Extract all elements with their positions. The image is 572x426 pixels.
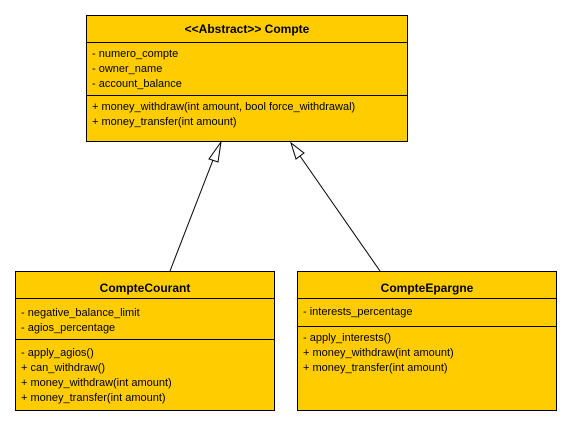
generalization-epargne-to-compte (290, 141, 381, 272)
class-compte-courant[interactable]: CompteCourant - negative_balance_limit -… (15, 271, 275, 411)
class-compte-epargne-attributes: - interests_percentage (298, 299, 556, 327)
attribute-interests-percentage: - interests_percentage (303, 306, 413, 318)
method-money-withdraw: + money_withdraw(int amount) (21, 377, 172, 389)
class-compte-title: <<Abstract>> Compte (87, 16, 407, 43)
method-money-transfer: + money_transfer(int amount) (303, 362, 448, 374)
method-apply-interests: - apply_interests() (303, 332, 392, 344)
class-compte-courant-attributes: - negative_balance_limit - agios_percent… (16, 299, 274, 340)
class-compte-epargne-title: CompteEpargne (298, 272, 556, 299)
class-compte-epargne[interactable]: CompteEpargne - interests_percentage - a… (297, 271, 557, 411)
attribute-account-balance: - account_balance (92, 78, 182, 90)
attribute-agios-percentage: - agios_percentage (21, 322, 116, 334)
generalization-arrowhead-epargne (290, 141, 305, 160)
class-compte-courant-title: CompteCourant (16, 272, 274, 299)
class-compte-courant-methods: - apply_agios() + can_withdraw() + money… (16, 340, 274, 406)
generalization-line-epargne (299, 155, 381, 272)
class-compte-methods: + money_withdraw(int amount, bool force_… (87, 96, 407, 130)
generalization-arrowhead-courant (208, 141, 222, 163)
class-compte[interactable]: <<Abstract>> Compte - numero_compte - ow… (86, 15, 408, 142)
generalization-courant-to-compte (169, 141, 222, 272)
attribute-negative-balance-limit: - negative_balance_limit (21, 307, 140, 319)
method-apply-agios: - apply_agios() (21, 347, 94, 359)
class-compte-epargne-methods: - apply_interests() + money_withdraw(int… (298, 327, 556, 376)
generalization-line-courant (169, 159, 214, 272)
class-compte-attributes: - numero_compte - owner_name - account_b… (87, 43, 407, 96)
method-can-withdraw: + can_withdraw() (21, 362, 106, 374)
method-money-withdraw: + money_withdraw(int amount) (303, 347, 454, 359)
attribute-owner-name: - owner_name (92, 63, 163, 75)
attribute-numero-compte: - numero_compte (92, 48, 179, 60)
method-money-withdraw: + money_withdraw(int amount, bool force_… (92, 101, 356, 113)
method-money-transfer: + money_transfer(int amount) (92, 116, 237, 128)
method-money-transfer: + money_transfer(int amount) (21, 392, 166, 404)
